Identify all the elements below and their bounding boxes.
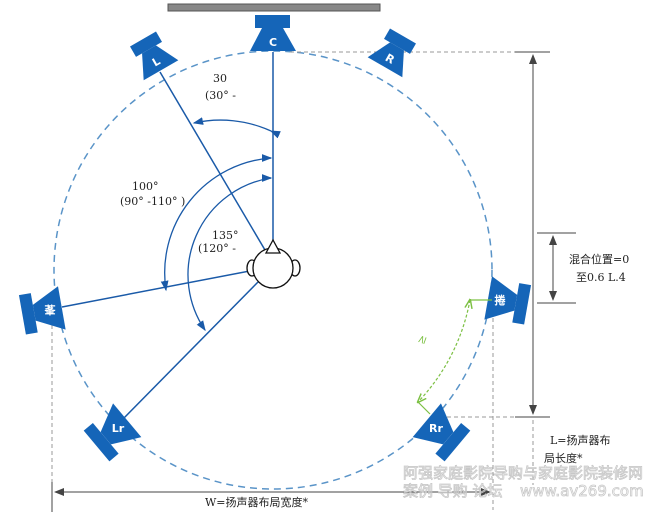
width-label: W=扬声器布局宽度* (205, 495, 309, 509)
length-label-2: 局长度* (544, 451, 583, 465)
screen (167, 3, 381, 12)
speaker-right-rear: Rr (412, 403, 471, 462)
side-angle-value: 100° (132, 180, 159, 193)
speaker-left: L (130, 31, 179, 81)
guide-lines (51, 51, 534, 510)
speaker-center: C (250, 15, 296, 51)
mix-position-range: 至0.6 L.4 (576, 271, 626, 284)
length-label: L=扬声器布 (550, 433, 611, 447)
speaker-label-right-rear: Rr (429, 422, 443, 435)
angle-arcs (160, 117, 281, 332)
listener-head (246, 238, 301, 289)
rear-angle-range: (120° - (198, 242, 236, 255)
speaker-right: R (367, 28, 416, 78)
listening-circle (53, 50, 493, 490)
front-angle-value: 30 (213, 72, 227, 85)
speaker-label-left-rear: Lr (112, 422, 125, 435)
speaker-label-right-surround: 捲 (495, 293, 507, 307)
rear-angle-value: 135° (212, 229, 239, 242)
listener-lines (61, 52, 274, 421)
speaker-right-surround: 捲 (484, 276, 532, 325)
speaker-label-left-surround: 莑 (44, 303, 57, 317)
watermark-links: 案例 导购 论坛 (403, 482, 503, 500)
dimension-lines (51, 51, 576, 512)
watermark-title: 阿强家庭影院导购与家庭影院装修网 (403, 464, 643, 482)
speaker-left-surround: 莑 (18, 286, 66, 335)
front-angle-range: (30° - (205, 89, 236, 102)
speaker-left-rear: Lr (83, 403, 142, 462)
min-spacing-arc (418, 300, 492, 415)
mix-position-label: 混合位置=0 (569, 252, 629, 266)
speaker-label-center: C (269, 36, 277, 49)
side-angle-range: (90° -110° ) (120, 195, 185, 208)
min-spacing-label: ≥ (414, 333, 429, 346)
watermark-url: www.av269.com (520, 482, 644, 500)
